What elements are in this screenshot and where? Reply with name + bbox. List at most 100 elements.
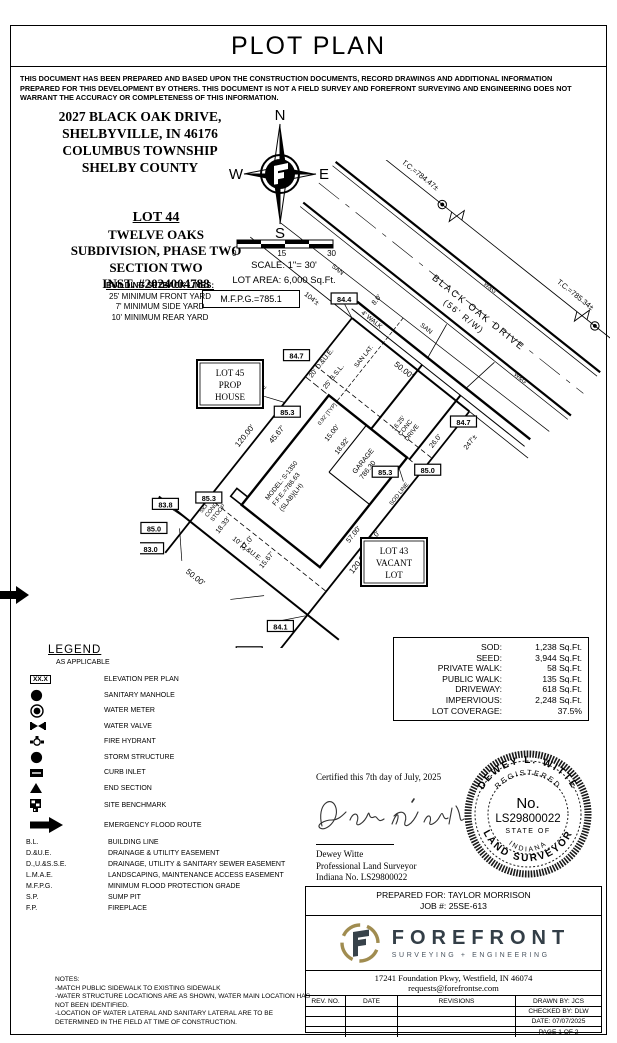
dim-80-walk: 8.0' [371,294,383,307]
elev-830: 83.0 [143,545,157,554]
legend-row: END SECTION [24,781,309,797]
rev-cell [306,1007,346,1017]
area-row: PRIVATE WALK:58 Sq.Ft. [437,663,582,674]
forefront-logo-icon [340,923,380,963]
revision-table: REV. NO. DATE REVISIONS DRAWN BY: JCS CH… [306,996,601,1037]
dim-1892: 18.92' [334,437,351,456]
lot45-line3: HOUSE [215,392,246,402]
dim-5700: 57.00' [345,525,362,544]
emergency-flood-route-icon [30,817,63,833]
scale-label: SCALE: 1"= 30' [251,260,317,271]
brand-text: FOREFRONT SURVEYING + ENGINEERING [392,927,570,959]
survey-drawing: T.C.=784.47± T.C.=785.34± BLACK OAK DRIV… [140,160,610,648]
drawn-by: DRAWN BY: JCS [516,996,601,1007]
rev-cell [346,1027,398,1037]
elev-853-c: 85.3 [202,494,216,503]
rev-cell [398,1017,516,1027]
legend-abbrev-row: D.&U.E.DRAINAGE & UTILITY EASEMENT [26,850,220,857]
elev-850-b: 85.0 [147,524,161,533]
legend-abbrev-row: D.,U.&S.S.E.DRAINAGE, UTILITY & SANITARY… [26,861,286,868]
notes-heading: NOTES: [55,976,80,983]
area-row: DRIVEWAY:618 Sq.Ft. [455,684,582,695]
legend-row: ST STORM STRUCTURE [24,750,309,766]
dim-1500: 15.00' [324,424,341,443]
end-section-icon [30,783,42,794]
scale-bar [236,239,334,249]
surveyor-name-block: Dewey Witte Professional Land Surveyor I… [316,849,417,882]
legend-row: FIRE HYDRANT [24,734,309,750]
area-row: LOT COVERAGE:37.5% [431,705,582,716]
checked-by: CHECKED BY: DLW [516,1007,601,1017]
elev-841: 84.1 [273,622,287,631]
areas-summary-box: SOD:1,238 Sq.Ft. SEED:3,944 Sq.Ft. PRIVA… [393,637,589,722]
seal-number: LS29800022 [495,813,560,825]
compass-rose: N S W E [229,107,329,240]
surveyor-seal: DEWEY L. WITTE REGISTERED No. LS29800022… [464,750,592,878]
svg-text:ST: ST [33,756,39,762]
lot45-box: LOT 45 PROP HOUSE [196,359,264,409]
rev-cell [346,1007,398,1017]
lot43-box: LOT 43 VACANT LOT [360,537,428,587]
legend-row: WATER VALVE [24,719,309,735]
house-outline [229,393,409,569]
compass-e: E [319,166,329,183]
tc-label-b: T.C.=785.34± [555,277,596,312]
san-label-2: SAN [419,322,434,336]
prepared-for-block: PREPARED FOR: TAYLOR MORRISON JOB #: 25S… [306,887,601,916]
site-address: 2027 BLACK OAK DRIVE, SHELBYVILLE, IN 46… [58,109,222,175]
area-row: SEED:3,944 Sq.Ft. [476,652,582,663]
compass-star [243,123,317,225]
seal-state: STATE OF [505,828,550,835]
setback-lines: BUILDING SETBACK LINES: 25' MINIMUM FRON… [106,281,214,322]
surveyor-signature [318,798,465,830]
rear-dim: 50.00' [184,567,207,588]
site-benchmark-icon [30,799,41,812]
svg-text:S: S [34,693,39,700]
legend-row: SITE BENCHMARK [24,796,309,815]
compass-s: S [275,225,285,240]
page-number: PAGE 1 OF 2 [538,1028,579,1036]
legend-title: LEGEND [48,644,102,656]
storm-structure-icon: ST [30,751,43,763]
legend-abbrev-row: F.P.FIREPLACE [26,905,147,912]
area-row: SOD:1,238 Sq.Ft. [480,642,582,652]
legend-row: W WATER METER [24,703,309,719]
wg-label-2: W&G [512,372,527,386]
legend-abbrev-row: L.M.A.E.LANDSCAPING, MAINTENANCE ACCESS … [26,872,284,879]
legend-subtitle: AS APPLICABLE [56,659,110,666]
area-row: IMPERVIOUS:2,248 Sq.Ft. [445,694,582,705]
sanitary-manhole-icon: S [30,689,43,701]
disclaimer-text: THIS DOCUMENT HAS BEEN PREPARED AND BASE… [20,74,572,103]
dim-4567: 45.67' [267,423,287,445]
legend-abbrev-row: B.L.BUILDING LINE [26,839,159,846]
rev-cell [306,1017,346,1027]
elev-844: 84.4 [337,295,352,304]
brand-name: FOREFRONT [391,927,571,949]
lot45-line2: PROP [219,380,242,390]
lot43-line2: VACANT [376,558,413,568]
page-title: PLOT PLAN [230,31,387,60]
road-lines [280,160,610,432]
driveway-lines [370,324,495,461]
elev-853-b: 85.3 [378,468,392,477]
water-valve-icon [30,722,46,731]
seal-no-label: No. [516,795,539,812]
dim-104: 104'± [303,291,321,307]
compass-f-logo [274,163,288,185]
area-row: PUBLIC WALK:135 Sq.Ft. [442,673,582,684]
elev-838: 83.8 [158,500,172,509]
water-meter-icon: W [30,704,44,718]
legend: LEGEND AS APPLICABLE XX.X ELEVATION PER … [24,644,309,916]
title-band: PLOT PLAN [10,25,607,67]
road-manholes [437,199,600,331]
firm-address-block: 17241 Foundation Pkwy, Westfield, IN 460… [306,971,601,996]
lot-number: LOT 44 [132,210,180,225]
elev-850-a: 85.0 [421,466,435,475]
compass-n: N [275,107,286,124]
dim-1567: 15.67' [259,551,276,570]
rev-cell [398,1007,516,1017]
mfpg-box: M.F.P.G.=785.1 [202,290,300,308]
title-block: PREPARED FOR: TAYLOR MORRISON JOB #: 25S… [305,886,602,1037]
